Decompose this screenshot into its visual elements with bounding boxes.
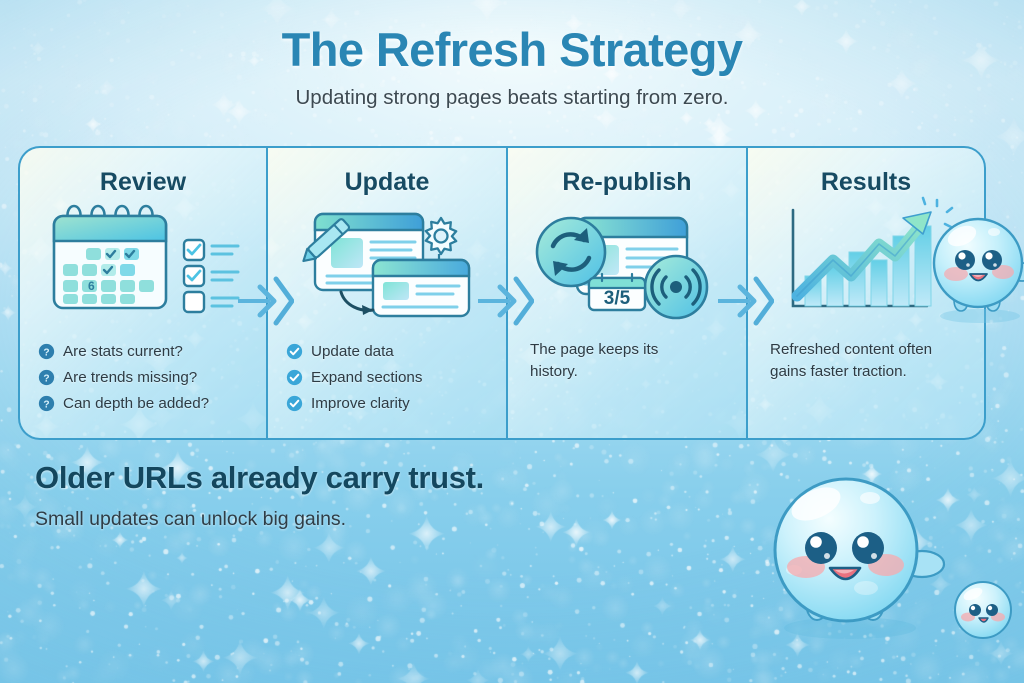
question-circle-icon: ?: [38, 343, 55, 359]
list-item-label: Are stats current?: [63, 342, 183, 360]
date-badge: 3/5: [604, 288, 631, 309]
panel-results-title: Results: [820, 168, 912, 196]
growth-chart-arrow-icon: [748, 196, 984, 324]
page-title: The Refresh Strategy: [281, 23, 743, 76]
arrow-republish-to-results: [718, 276, 774, 326]
arrow-update-to-republish: [478, 276, 534, 326]
check-circle-icon: [286, 369, 303, 385]
calendar-day-number: 6: [88, 279, 95, 293]
question-circle-icon: ?: [38, 369, 55, 385]
footer-subheading: Small updates can unlock big gains.: [35, 508, 347, 530]
check-circle-icon: [286, 395, 303, 411]
panel-update-title: Update: [344, 168, 430, 196]
check-circle-icon: [286, 343, 303, 359]
list-item: Improve clarity: [286, 392, 422, 414]
panel-republish[interactable]: Re-publish: [506, 146, 746, 440]
list-item: Update data: [286, 340, 422, 362]
process-steps-strip: Review: [18, 146, 1024, 440]
header: The Refresh Strategy Updating strong pag…: [0, 0, 1024, 110]
list-item: Expand sections: [286, 366, 422, 388]
blob-mascot-small: [954, 581, 1012, 639]
svg-text:?: ?: [43, 373, 49, 384]
footer-heading: Older URLs already carry trust.: [35, 460, 484, 495]
panel-update-bullets: Update data Expand sections Improve clar…: [286, 340, 422, 418]
panel-update[interactable]: Update: [266, 146, 506, 440]
panel-results-note: Refreshed content often gains faster tra…: [770, 341, 933, 380]
page-subtitle: Updating strong pages beats starting fro…: [295, 86, 729, 109]
refresh-broadcast-icon: 3/5: [508, 204, 746, 324]
question-circle-icon: ?: [38, 395, 55, 411]
panel-results[interactable]: Results: [746, 146, 1024, 440]
list-item: ? Are stats current?: [38, 340, 209, 362]
footer: Older URLs already carry trust. Small up…: [35, 460, 484, 531]
list-item: ? Can depth be added?: [38, 392, 209, 414]
list-item-label: Update data: [311, 342, 394, 360]
panel-republish-title: Re-publish: [562, 168, 692, 196]
panel-review-bullets: ? Are stats current? ? Are trends missin…: [38, 340, 209, 418]
blob-mascot-icon: [932, 217, 1024, 323]
panel-review[interactable]: Review: [18, 146, 266, 440]
arrow-review-to-update: [238, 276, 294, 326]
list-item-label: Expand sections: [311, 368, 423, 386]
panel-review-title: Review: [99, 168, 187, 196]
svg-text:?: ?: [43, 347, 49, 358]
list-item: ? Are trends missing?: [38, 366, 209, 388]
list-item-label: Are trends missing?: [63, 368, 198, 386]
svg-text:?: ?: [43, 399, 49, 410]
document-pencil-gear-icon: [268, 204, 506, 324]
blob-mascot-large: [773, 477, 946, 639]
list-item-label: Can depth be added?: [63, 394, 210, 412]
calendar-checklist-icon: 6: [20, 204, 266, 324]
list-item-label: Improve clarity: [311, 394, 410, 412]
panel-republish-note: The page keeps its history.: [530, 341, 659, 380]
